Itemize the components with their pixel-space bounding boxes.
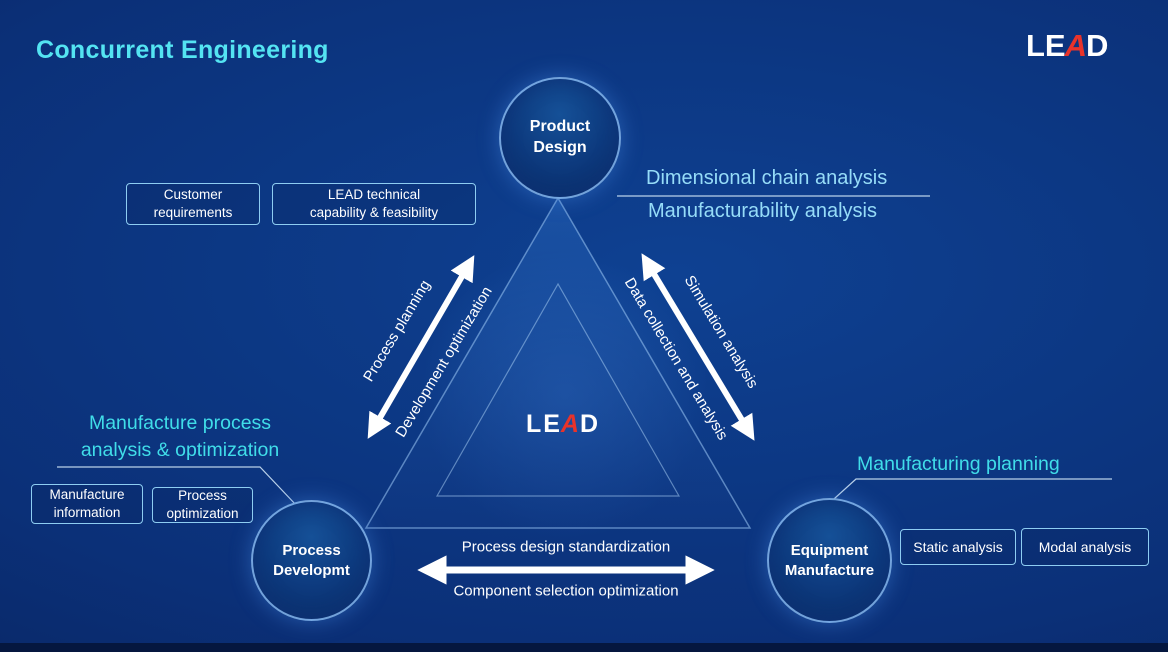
box-process-optimization-line2: optimization [166,506,239,521]
box-manufacture-information: Manufacture information [31,484,143,524]
annotation-manufacturing-planning: Manufacturing planning [857,453,1060,475]
center-glow [420,250,710,540]
annotation-manufacture-process-line2: analysis & optimization [80,439,280,461]
box-process-optimization-line1: Process [178,488,227,504]
center-logo-text-a: A [560,410,581,438]
box-modal-analysis-label: Modal analysis [1038,538,1132,555]
node-process-development: Process Developmt [251,500,372,621]
center-logo-text-le: LE [525,410,562,438]
box-customer-requirements: Customer requirements [126,183,260,225]
node-process-development-line1: Process [282,542,341,559]
box-customer-requirements-line2: requirements [153,205,233,220]
node-product-design: Product Design [499,77,621,199]
lead-logo: LEAD [1026,28,1108,64]
annotation-manufacture-process-line1: Manufacture process [88,412,272,434]
box-manufacture-information-line2: information [53,505,121,520]
equipment-annotation-line [823,478,1112,509]
box-static-analysis-label: Static analysis [913,538,1003,555]
annotation-manufacturability-analysis: Manufacturability analysis [648,200,877,222]
annotation-dimensional-chain-analysis: Dimensional chain analysis [646,167,888,189]
box-process-optimization: Process optimization [152,487,253,523]
edge-label-process-design-standardization: Process design standardization [461,538,671,556]
box-manufacture-information-line1: Manufacture [49,487,125,503]
logo-text-le: LE [1026,28,1066,63]
node-product-design-line2: Design [533,139,587,156]
node-equipment-manufacture-line2: Manufacture [784,561,875,579]
node-process-development-line2: Developmt [273,561,350,579]
node-equipment-manufacture: Equipment Manufacture [767,498,892,623]
box-static-analysis: Static analysis [900,529,1016,565]
box-lead-technical-capability-line1: LEAD technical [327,187,421,203]
page-title: Concurrent Engineering [36,36,329,64]
box-lead-technical-capability: LEAD technical capability & feasibility [272,183,476,225]
center-logo-text-d: D [579,410,601,438]
node-product-design-line1: Product [529,118,591,136]
annotation-manufacture-process: Manufacture process analysis & optimizat… [55,410,305,464]
box-lead-technical-capability-line2: capability & feasibility [309,205,439,220]
box-modal-analysis: Modal analysis [1021,528,1149,566]
center-lead-logo: LEAD [513,410,613,439]
footer-bar [0,643,1168,652]
logo-text-a: A [1064,28,1088,63]
edge-label-component-selection-optimization: Component selection optimization [453,582,679,600]
node-equipment-manufacture-line1: Equipment [790,542,869,559]
logo-text-d: D [1086,28,1109,63]
box-customer-requirements-line1: Customer [163,187,223,203]
